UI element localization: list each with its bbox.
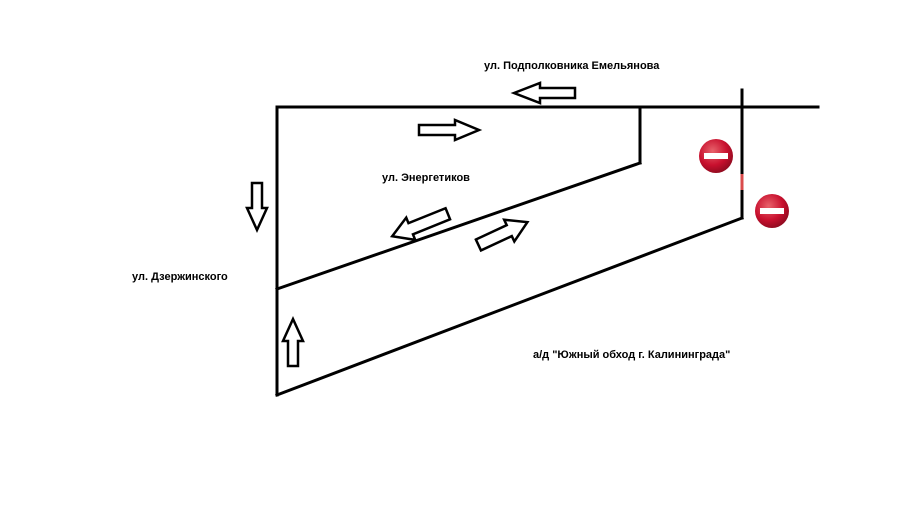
no-entry-sign-bottom xyxy=(755,194,789,228)
label-street-left: ул. Дзержинского xyxy=(132,271,228,283)
no-entry-bar xyxy=(704,153,728,159)
arrow-left-icon xyxy=(510,81,577,105)
label-street-middle: ул. Энергетиков xyxy=(382,172,470,184)
arrow-right-icon xyxy=(417,118,483,142)
no-entry-bar xyxy=(760,208,784,214)
arrow-down-left-icon xyxy=(389,206,452,242)
label-street-top: ул. Подполковника Емельянова xyxy=(484,60,660,72)
arrow-down-icon xyxy=(245,181,269,234)
label-street-bottom: а/д "Южный обход г. Калининграда" xyxy=(533,349,730,361)
arrow-up-right-icon xyxy=(474,218,530,253)
road-energetikov xyxy=(275,161,642,291)
road-yuzhny-obkhod xyxy=(275,216,744,397)
arrow-up-icon xyxy=(281,315,305,368)
no-entry-sign-top xyxy=(699,139,733,173)
